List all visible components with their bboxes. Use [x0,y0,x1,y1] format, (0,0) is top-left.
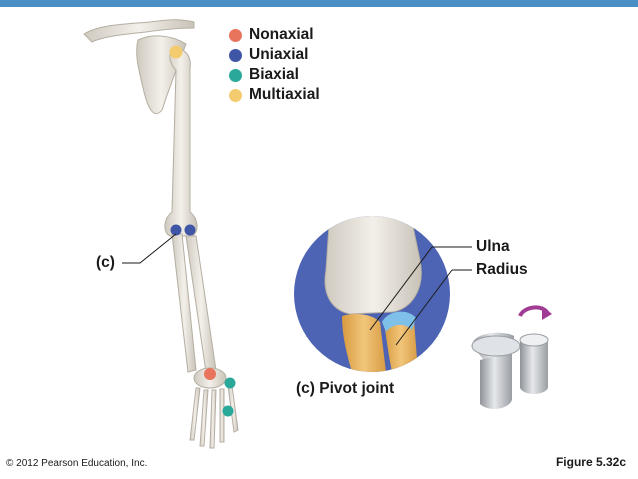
legend-label: Multiaxial [249,86,320,103]
legend-item-nonaxial: Nonaxial [229,25,320,45]
top-bar [0,0,638,7]
legend-label: Biaxial [249,66,299,83]
legend-item-uniaxial: Uniaxial [229,45,320,65]
ulna-label: Ulna [476,238,510,255]
copyright: © 2012 Pearson Education, Inc. [6,458,148,469]
multiaxial-dot-icon [229,88,242,102]
wrist-marker [204,368,216,380]
radius-label: Radius [476,261,528,278]
pivot-joint-inset [294,216,450,372]
legend: Nonaxial Uniaxial Biaxial Multiaxial [229,25,320,105]
hand-bones [189,385,239,449]
legend-label: Nonaxial [249,26,314,43]
elbow-marker-2 [184,224,196,236]
legend-item-biaxial: Biaxial [229,65,320,85]
annular-ligament [382,311,416,332]
wrist-marker-biaxial [224,377,236,389]
clavicle [83,19,195,43]
legend-item-multiaxial: Multiaxial [229,85,320,105]
elbow-marker-1 [170,224,182,236]
pivot-model [471,305,552,409]
callout-line [122,233,177,264]
callout-label: (c) [96,254,115,271]
knuckle-marker [222,405,234,417]
figure-label: Figure 5.32c [555,455,626,469]
biaxial-dot-icon [229,68,242,82]
legend-label: Uniaxial [249,46,309,63]
uniaxial-dot-icon [229,48,242,62]
shoulder-marker [169,45,183,59]
nonaxial-dot-icon [229,28,242,42]
pivot-caption: (c) Pivot joint [296,380,395,397]
